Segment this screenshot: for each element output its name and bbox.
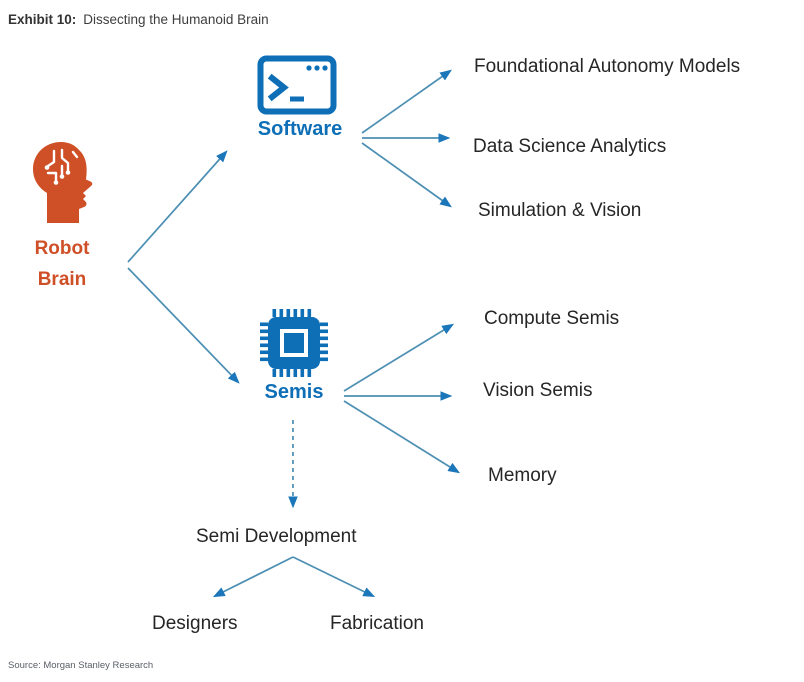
arrow-semidev-to-designers [212,556,294,598]
terminal-window-icon [257,55,337,115]
leaf-fabrication: Fabrication [330,613,424,634]
exhibit-title: Exhibit 10: Dissecting the Humanoid Brain [8,12,269,27]
robot-brain-label-line1: Robot [34,238,90,259]
robot-brain-label-line2: Brain [37,269,87,290]
arrow-robot-to-semis [127,267,240,384]
leaf-data-science-analytics: Data Science Analytics [473,136,667,157]
arrow-software-to-simulation [361,142,452,208]
exhibit-caption: Dissecting the Humanoid Brain [83,12,269,27]
node-label-software: Software [257,118,343,140]
node-label-robot-brain: Robot Brain [12,233,112,295]
robot-head-circuit-icon [33,142,93,223]
leaf-designers: Designers [152,613,238,634]
arrow-software-to-foundational [361,69,452,134]
arrow-semis-to-memory [343,400,461,474]
arrow-robot-to-software [127,150,228,263]
arrow-semis-to-compute [343,323,455,392]
leaf-memory: Memory [488,465,557,486]
node-label-semi-development: Semi Development [196,526,357,547]
leaf-foundational-autonomy-models: Foundational Autonomy Models [474,56,741,77]
source-attribution: Source: Morgan Stanley Research [8,660,154,671]
exhibit-number: Exhibit 10: [8,12,77,27]
arrow-semidev-to-fabrication [292,556,376,598]
leaf-vision-semis: Vision Semis [483,380,593,401]
node-label-semis: Semis [264,381,324,403]
leaf-compute-semis: Compute Semis [484,308,620,329]
leaf-simulation-and-vision: Simulation & Vision [478,200,642,221]
chip-icon [260,309,328,377]
